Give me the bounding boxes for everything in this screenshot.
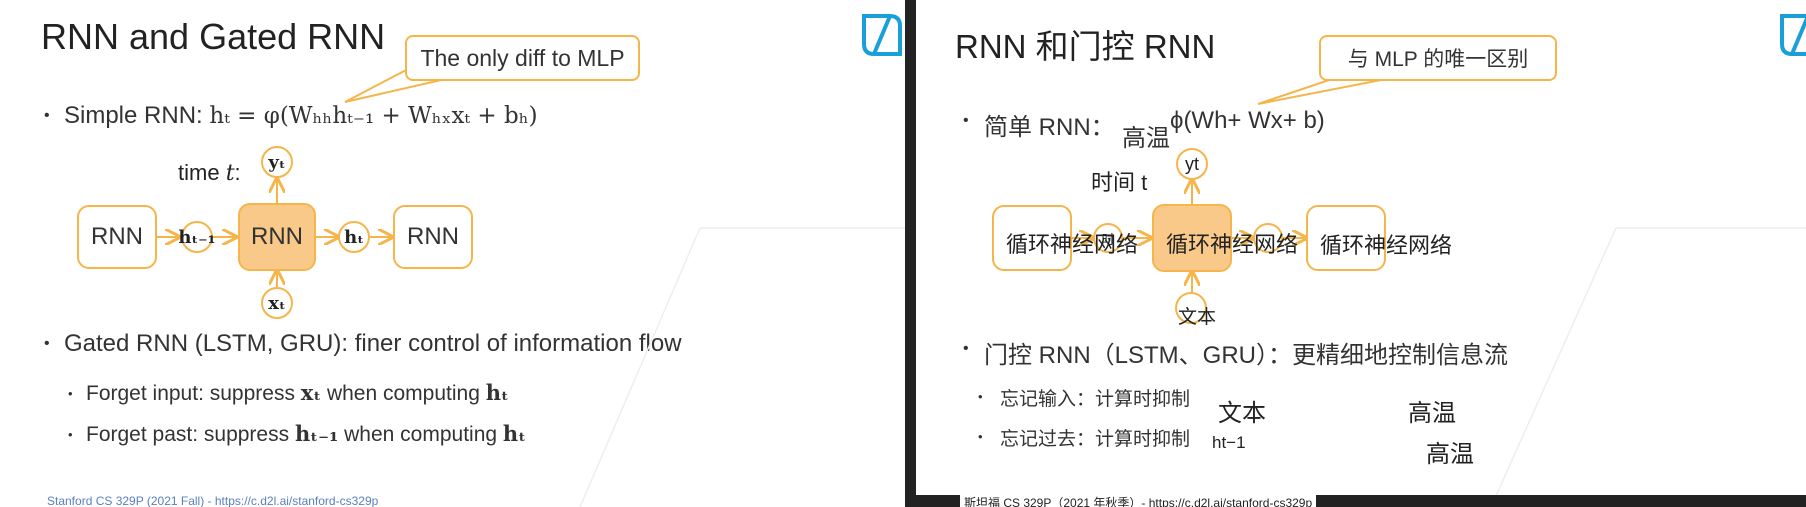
hidden-state-prev: 时	[1093, 223, 1123, 253]
rnn-node-current	[1152, 204, 1232, 272]
d2l-logo-icon	[862, 14, 902, 56]
sub-bullet-dot: •	[978, 389, 983, 404]
rnn-node-current: RNN	[238, 203, 316, 271]
bullet-simple-rnn: Simple RNN: hₜ = φ(Wₕₕhₜ₋₁ + Wₕₓxₜ + bₕ)	[64, 102, 538, 130]
forget-past-var2: 高温	[1426, 441, 1474, 468]
forget-input-var: xₜ	[300, 380, 322, 405]
slide-chinese: RNN 和门控 RNN 与 MLP 的唯一区别 • 简单 RNN： ϕ(Wh+ …	[916, 0, 1806, 507]
forget-past-var: ht−1	[1212, 433, 1246, 452]
forget-input-text: Forget input: suppress	[86, 382, 295, 405]
sub-bullet-dot: •	[68, 427, 73, 442]
bullet-simple-rnn: 简单 RNN：	[984, 107, 1115, 142]
forget-input-var: 文本	[1218, 400, 1266, 427]
forget-past-text: Forget past: suppress	[86, 423, 290, 446]
forget-input-var2: 高温	[1408, 400, 1456, 427]
bullet-dot: •	[44, 335, 50, 352]
overlay-label-gaowen: 高温	[1122, 125, 1170, 152]
forget-input-var2: hₜ	[485, 380, 509, 405]
hidden-state-current	[1253, 223, 1283, 253]
time-label-text: time	[178, 160, 220, 185]
forget-past-text2: when computing	[344, 423, 498, 446]
slide-title: RNN 和门控 RNN	[955, 28, 1216, 65]
output-node: yt	[1176, 148, 1208, 180]
rnn-formula: hₜ = φ(Wₕₕhₜ₋₁ + Wₕₓxₜ + bₕ)	[209, 103, 538, 129]
sub-bullet-forget-past: 忘记过去：计算时抑制	[1000, 429, 1191, 450]
time-label: 时间 t	[1091, 170, 1148, 195]
footer-credit: 斯坦福 CS 329P（2021 年秋季）- https://c.d2l.ai/…	[960, 494, 1317, 507]
bullet-gated-rnn: 门控 RNN（LSTM、GRU）：更精细地控制信息流	[984, 342, 1509, 369]
sub-bullet-forget-input: Forget input: suppress xₜ when computing…	[86, 380, 509, 406]
callout-box: 与 MLP 的唯一区别	[1319, 35, 1557, 81]
forget-past-var: hₜ₋₁	[294, 421, 339, 446]
node-label-current: 循环神经网络	[1166, 232, 1299, 257]
callout-box: The only diff to MLP	[405, 35, 640, 81]
time-label: time t:	[178, 160, 241, 186]
slide-english: RNN and Gated RNN The only diff to MLP •…	[0, 0, 905, 507]
time-label-var: t	[225, 161, 235, 186]
sub-bullet-dot: •	[68, 386, 73, 401]
hidden-state-prev: hₜ₋₁	[178, 221, 216, 253]
node-label-prev: 循环神经网络	[1006, 232, 1139, 257]
rnn-node-next	[1306, 205, 1386, 271]
bullet-dot: •	[963, 340, 969, 357]
forget-input-text2: when computing	[326, 382, 480, 405]
forget-past-var2: hₜ	[502, 421, 526, 446]
hidden-state-current: hₜ	[338, 221, 370, 253]
time-label-colon: :	[234, 160, 241, 185]
sub-bullet-forget-input: 忘记输入：计算时抑制	[1000, 389, 1191, 410]
bullet-gated-rnn: Gated RNN (LSTM, GRU): finer control of …	[64, 330, 682, 357]
slide-title: RNN and Gated RNN	[41, 16, 386, 57]
bullet-simple-rnn-label: 简单 RNN：	[984, 114, 1115, 141]
rnn-node-next: RNN	[393, 205, 473, 269]
bullet-dot: •	[44, 107, 50, 124]
bullet-dot: •	[963, 112, 969, 129]
rnn-node-prev: RNN	[77, 205, 157, 269]
input-label: 文本	[1178, 307, 1217, 328]
rnn-formula: ϕ(Wh+ Wx+ b)	[1170, 107, 1325, 134]
input-node	[1175, 292, 1207, 324]
rnn-node-prev	[992, 205, 1072, 271]
bullet-simple-rnn-label: Simple RNN:	[64, 102, 203, 129]
sub-bullet-dot: •	[978, 429, 983, 444]
output-node: yₜ	[261, 146, 293, 178]
slide-divider	[905, 0, 916, 507]
d2l-logo-icon	[1780, 14, 1806, 56]
sub-bullet-forget-past: Forget past: suppress hₜ₋₁ when computin…	[86, 421, 526, 447]
node-label-next: 循环神经网络	[1320, 233, 1453, 258]
input-node: xₜ	[261, 287, 293, 319]
footer-credit: Stanford CS 329P (2021 Fall) - https://c…	[47, 494, 379, 507]
